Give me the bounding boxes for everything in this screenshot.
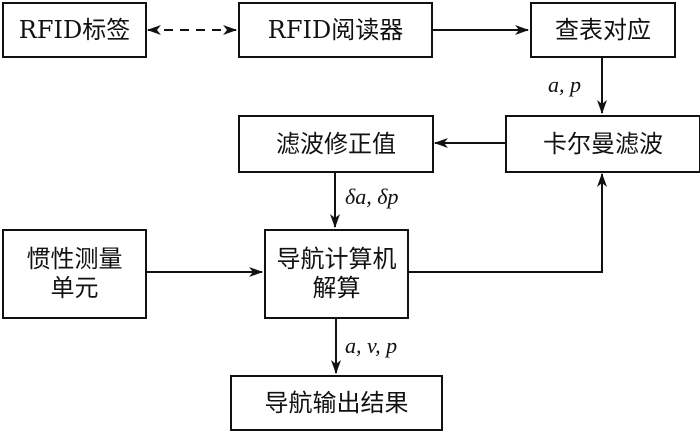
node-rfid-tag-label: RFID标签 <box>18 15 131 44</box>
node-kalman-filter-label: 卡尔曼滤波 <box>543 129 663 158</box>
node-rfid-reader-label: RFID阅读器 <box>267 15 404 44</box>
node-imu-line1: 惯性测量 <box>26 245 123 274</box>
node-nav-computer-line2: 解算 <box>312 274 361 302</box>
node-imu-line2: 单元 <box>50 274 99 302</box>
node-kalman-filter: 卡尔曼滤波 <box>505 115 700 173</box>
node-table-lookup: 查表对应 <box>530 2 676 58</box>
node-nav-computer: 导航计算机 解算 <box>264 229 409 319</box>
edge-label-a-p: a, p <box>548 72 581 97</box>
edge-label-a-v-p: a, v, p <box>345 333 397 358</box>
node-filter-correction-label: 滤波修正值 <box>276 129 396 158</box>
node-nav-computer-line1: 导航计算机 <box>276 245 397 274</box>
edge-nav-kalman <box>408 173 607 273</box>
node-nav-output-label: 导航输出结果 <box>264 388 409 417</box>
node-filter-correction: 滤波修正值 <box>238 115 434 173</box>
node-rfid-tag: RFID标签 <box>2 2 147 58</box>
node-imu: 惯性测量 单元 <box>2 229 147 319</box>
node-table-lookup-label: 查表对应 <box>555 15 651 44</box>
node-nav-output: 导航输出结果 <box>230 375 443 431</box>
node-rfid-reader: RFID阅读器 <box>238 2 433 58</box>
edge-label-delta-a-delta-p: δa, δp <box>345 184 398 209</box>
